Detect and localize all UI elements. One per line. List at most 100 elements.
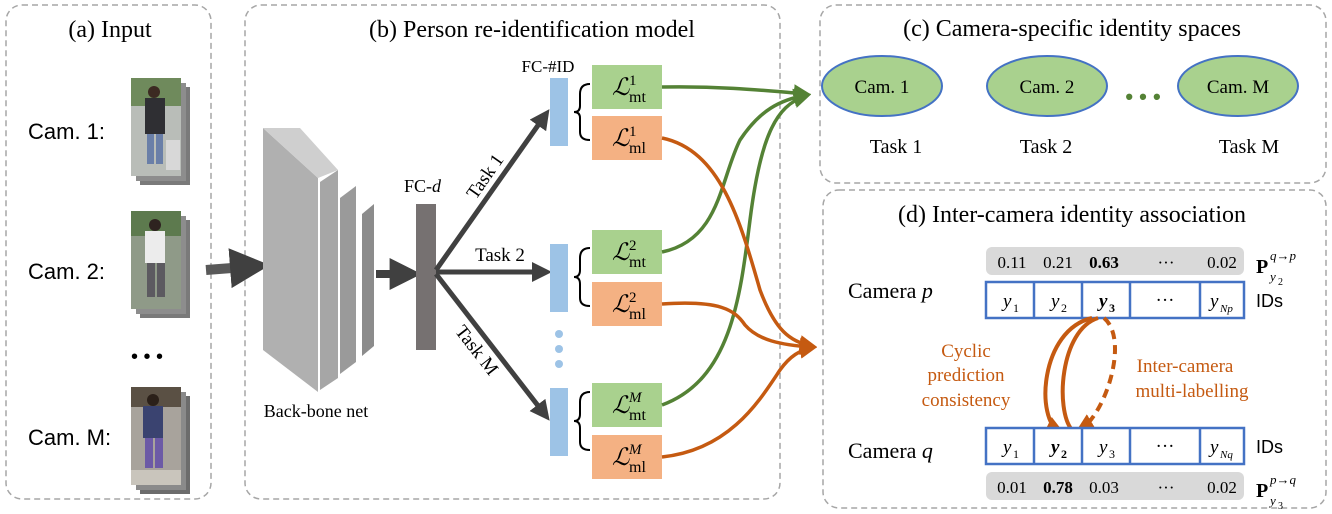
- id-values-q: y 1 y 2 y 3 ··· y Nq: [1001, 436, 1233, 461]
- cam1-label: Cam. 1:: [28, 119, 105, 144]
- fc-d-label: FC-d: [404, 176, 442, 196]
- svg-text:···: ···: [1156, 436, 1175, 457]
- id-values-p: y 1 y 2 y 3 ··· y Np: [1001, 290, 1233, 315]
- brace-1: [573, 83, 591, 141]
- panel-spaces: [819, 4, 1327, 184]
- svg-text:y: y: [1208, 291, 1219, 312]
- svg-text:2: 2: [1061, 301, 1067, 315]
- svg-text:ℒ: ℒ: [612, 393, 630, 419]
- prob-q-2: 0.78: [1043, 478, 1073, 497]
- fc-id-layer-2: [550, 244, 568, 312]
- prob-q-5: 0.02: [1207, 478, 1237, 497]
- id-row-q: [984, 426, 1246, 466]
- space-taskM-label: Task M: [1219, 136, 1279, 158]
- loss-mt-2: ℒ 2 mt: [592, 230, 662, 274]
- svg-text:Cam. M: Cam. M: [1207, 77, 1269, 98]
- prob-label-q-sub: y: [1268, 493, 1276, 508]
- svg-text:Cyclic: Cyclic: [941, 341, 991, 362]
- svg-text:Cam. 2: Cam. 2: [1020, 77, 1075, 98]
- prob-label-q-sup: p→q: [1269, 472, 1297, 487]
- prob-label-p: P: [1256, 256, 1268, 278]
- cam-space-dots: • • •: [1125, 84, 1160, 109]
- svg-text:2: 2: [629, 290, 637, 306]
- svg-text:···: ···: [1156, 290, 1175, 311]
- panel-model-title: (b) Person re-identification model: [369, 17, 695, 43]
- svg-text:2: 2: [629, 238, 637, 254]
- svg-text:y: y: [1049, 437, 1060, 458]
- svg-text:ℒ: ℒ: [612, 445, 630, 471]
- task1-arrow: [433, 109, 550, 272]
- prob-p-2: 0.21: [1043, 253, 1073, 272]
- cam2-image-stack: [131, 211, 190, 318]
- svg-text:2: 2: [1061, 447, 1067, 461]
- prob-p-4: ···: [1158, 253, 1175, 272]
- panel-spaces-title: (c) Camera-specific identity spaces: [903, 16, 1241, 42]
- prob-p-5: 0.02: [1207, 253, 1237, 272]
- svg-text:mt: mt: [629, 254, 646, 271]
- prob-p-1: 0.11: [997, 253, 1026, 272]
- svg-text:y: y: [1097, 437, 1108, 458]
- svg-text:y: y: [1001, 437, 1012, 458]
- panel-association: [822, 189, 1327, 509]
- orange-curve-2: [661, 301, 818, 355]
- svg-text:mt: mt: [629, 407, 646, 424]
- orange-curve-M: [661, 341, 818, 459]
- svg-text:Inter-camera: Inter-camera: [1137, 356, 1234, 377]
- svg-text:Cam. 1: Cam. 1: [855, 77, 910, 98]
- cyclic-text: Cyclic prediction consistency: [922, 341, 1011, 411]
- loss-ml-1: ℒ 1 ml: [592, 116, 662, 160]
- fc-id-label: FC-#ID: [522, 57, 575, 76]
- prob-label-p-sup: q→p: [1270, 248, 1297, 263]
- svg-text:1: 1: [629, 124, 637, 140]
- svg-text:y: y: [1097, 291, 1108, 312]
- camera-p-label: Camera p: [848, 278, 933, 303]
- backbone-label: Back-bone net: [264, 401, 368, 421]
- svg-text:consistency: consistency: [922, 390, 1011, 411]
- brace-2: [573, 247, 591, 307]
- camM-label: Cam. M:: [28, 425, 111, 450]
- fc-vertical-dots: [555, 330, 563, 368]
- prob-q-3: 0.03: [1089, 478, 1119, 497]
- cam-space-M: Cam. M: [1177, 55, 1299, 117]
- id-row-p: [984, 280, 1246, 320]
- prob-bar-q: [986, 472, 1244, 500]
- fc-id-layer-1: [550, 78, 568, 146]
- svg-text:ml: ml: [629, 459, 646, 476]
- fc-id-layer-M: [550, 388, 568, 456]
- svg-text:ℒ: ℒ: [612, 240, 630, 266]
- cam-space-1: Cam. 1: [821, 55, 943, 117]
- svg-text:ml: ml: [629, 140, 646, 157]
- svg-text:y: y: [1049, 291, 1060, 312]
- svg-text:Nq: Nq: [1219, 449, 1233, 461]
- svg-text:Np: Np: [1219, 303, 1233, 315]
- input-ellipsis: • • •: [131, 346, 163, 368]
- loss-mt-1: ℒ 1 mt: [592, 65, 662, 109]
- svg-text:3: 3: [1109, 301, 1115, 315]
- prob-q-1: 0.01: [997, 478, 1027, 497]
- multi-label-text: Inter-camera multi-labelling: [1136, 356, 1249, 402]
- svg-text:1: 1: [1013, 447, 1019, 461]
- svg-text:y: y: [1001, 291, 1012, 312]
- svg-text:1: 1: [1013, 301, 1019, 315]
- prob-label-q: P: [1256, 480, 1268, 502]
- prob-q-4: ···: [1158, 478, 1175, 497]
- task2-label: Task 2: [475, 245, 525, 266]
- prob-p-3: 0.63: [1089, 253, 1119, 272]
- svg-text:multi-labelling: multi-labelling: [1136, 381, 1249, 402]
- panel-input-title: (a) Input: [68, 17, 152, 43]
- cyclic-arrow: [1043, 316, 1093, 435]
- svg-text:M: M: [628, 390, 643, 406]
- prob-label-q-subsub: 3: [1278, 501, 1283, 512]
- ids-label-p: IDs: [1256, 291, 1283, 311]
- prob-values-p: 0.11 0.21 0.63 ··· 0.02: [997, 253, 1236, 272]
- green-curve-2: [661, 88, 812, 254]
- cam-space-2: Cam. 2: [986, 55, 1108, 117]
- cam2-label: Cam. 2:: [28, 259, 105, 284]
- svg-text:mt: mt: [629, 89, 646, 106]
- loss-ml-2: ℒ 2 ml: [592, 282, 662, 326]
- svg-text:3: 3: [1109, 447, 1115, 461]
- space-task2-label: Task 2: [1020, 136, 1072, 158]
- camM-image-stack: [131, 387, 190, 494]
- prob-values-q: 0.01 0.78 0.03 ··· 0.02: [997, 478, 1237, 497]
